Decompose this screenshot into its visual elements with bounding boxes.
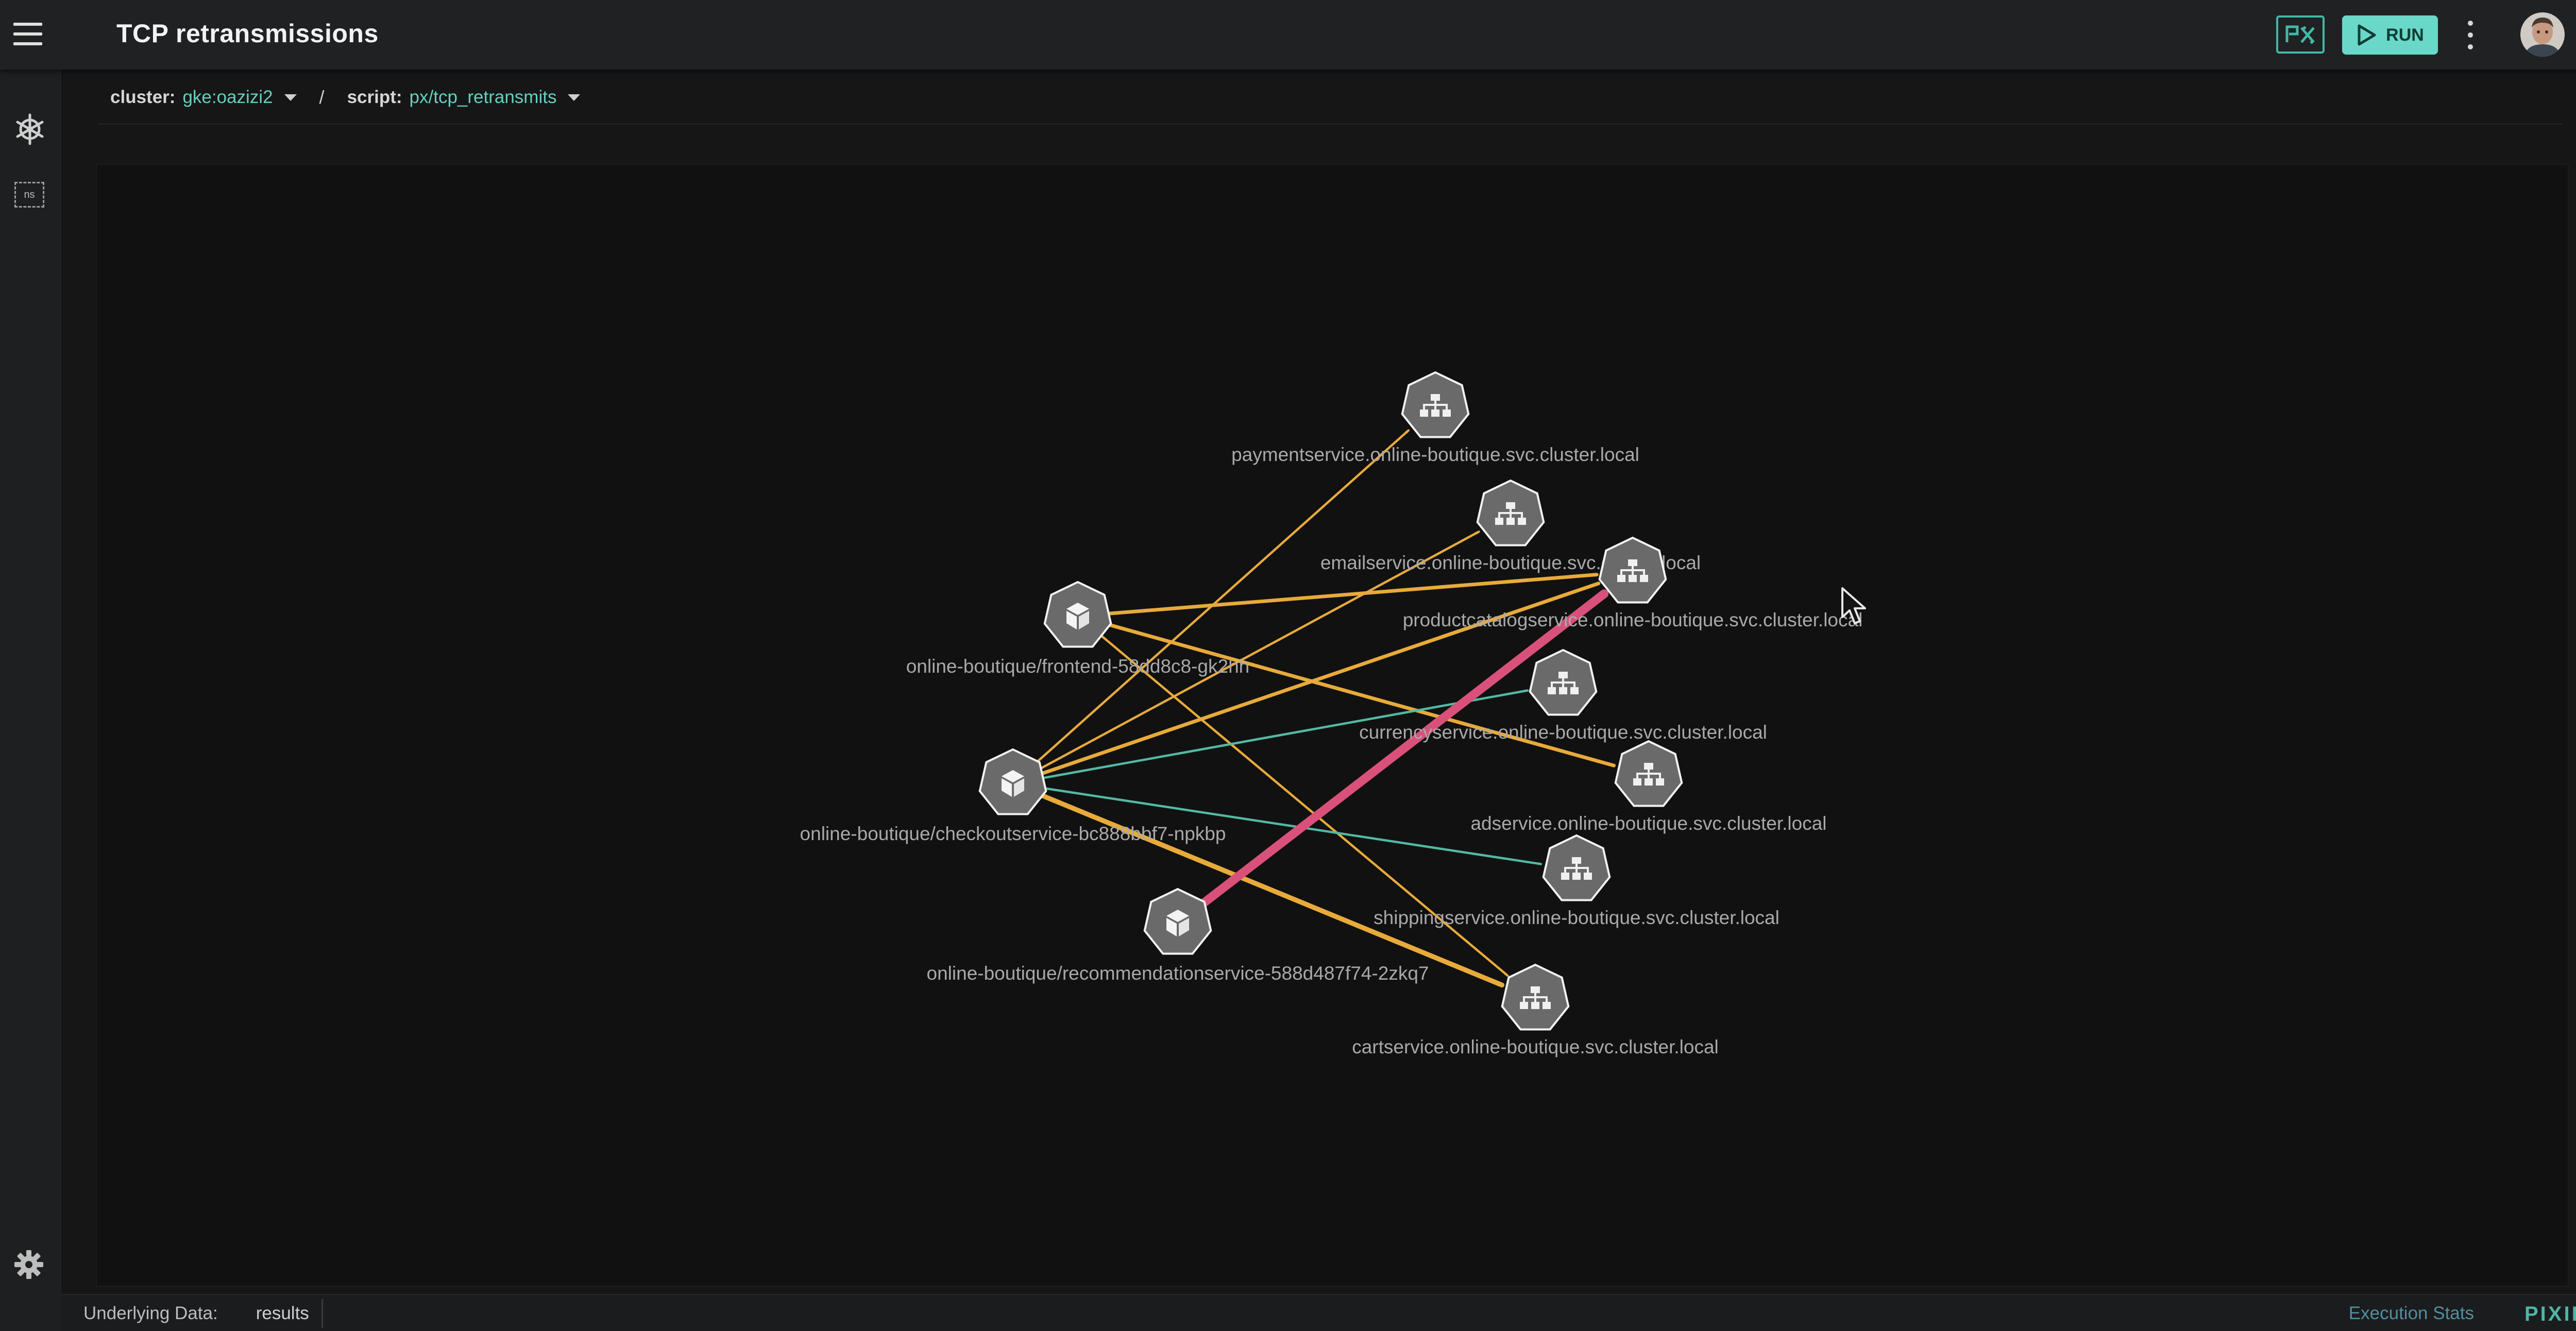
cluster-value: gke:oazizi2 bbox=[182, 87, 273, 107]
kubernetes-helm-icon[interactable] bbox=[13, 113, 46, 146]
mouse-cursor-icon bbox=[1841, 587, 1866, 624]
tab-results[interactable]: results bbox=[256, 1299, 323, 1328]
gear-icon[interactable] bbox=[13, 1249, 44, 1280]
graph-node-label: adservice.online-boutique.svc.cluster.lo… bbox=[1470, 813, 1826, 834]
graph-node-payment[interactable]: paymentservice.online-boutique.svc.clust… bbox=[1231, 371, 1639, 465]
script-selector[interactable]: script: px/tcp_retransmits bbox=[347, 87, 581, 108]
user-avatar[interactable] bbox=[2520, 12, 2565, 57]
graph-edges bbox=[1035, 429, 1616, 988]
graph-edge-checkout-to-shipping[interactable] bbox=[1042, 787, 1543, 865]
graph-edge-checkout-to-cart[interactable] bbox=[1039, 793, 1505, 988]
graph-node-productcatalog[interactable]: productcatalogservice.online-boutique.sv… bbox=[1403, 536, 1863, 630]
breadcrumb-separator: / bbox=[319, 87, 325, 108]
graph-edge-frontend-to-productcatalog[interactable] bbox=[1107, 573, 1599, 616]
graph-node-label: online-boutique/recommendationservice-58… bbox=[927, 963, 1429, 984]
service-graph-panel[interactable]: paymentservice.online-boutique.svc.clust… bbox=[96, 164, 2569, 1287]
graph-edge-recommendation-to-productcatalog[interactable] bbox=[1197, 589, 1609, 909]
breadcrumb-divider bbox=[98, 124, 2563, 125]
graph-node-currency[interactable]: currencyservice.online-boutique.svc.clus… bbox=[1359, 649, 1767, 743]
px-logo-icon bbox=[2285, 25, 2315, 44]
px-logo-button[interactable] bbox=[2276, 15, 2325, 54]
sidebar: ns bbox=[0, 70, 63, 1331]
graph-edge-frontend-to-ad[interactable] bbox=[1106, 622, 1616, 767]
footer-bar: Underlying Data: results Execution Stats… bbox=[62, 1294, 2576, 1331]
graph-node-frontend[interactable]: online-boutique/frontend-58dd8c8-gk2hh bbox=[906, 581, 1250, 677]
chevron-down-icon bbox=[284, 94, 297, 101]
graph-node-label: cartservice.online-boutique.svc.cluster.… bbox=[1352, 1036, 1719, 1057]
chevron-down-icon bbox=[568, 94, 581, 101]
graph-edge-checkout-to-productcatalog[interactable] bbox=[1040, 582, 1601, 776]
menu-icon[interactable] bbox=[13, 23, 42, 46]
pixie-logo: PIXIE bbox=[2524, 1303, 2576, 1325]
graph-node-cart[interactable]: cartservice.online-boutique.svc.cluster.… bbox=[1352, 963, 1719, 1057]
avatar-image bbox=[2520, 12, 2565, 57]
script-key: script: bbox=[347, 87, 402, 107]
script-value: px/tcp_retransmits bbox=[409, 87, 557, 107]
cluster-selector[interactable]: cluster: gke:oazizi2 bbox=[110, 87, 297, 108]
run-button[interactable]: RUN bbox=[2342, 15, 2438, 55]
top-bar: TCP retransmissions RUN bbox=[0, 0, 2576, 70]
graph-edge-frontend-to-cart[interactable] bbox=[1100, 635, 1509, 977]
graph-node-label: productcatalogservice.online-boutique.sv… bbox=[1403, 609, 1863, 630]
namespace-icon-label: ns bbox=[24, 189, 35, 200]
svg-text:PIXIE: PIXIE bbox=[2524, 1303, 2576, 1325]
execution-stats-link[interactable]: Execution Stats bbox=[2348, 1303, 2474, 1323]
run-button-label: RUN bbox=[2386, 25, 2424, 45]
graph-node-checkout[interactable]: online-boutique/checkoutservice-bc888bbf… bbox=[800, 748, 1226, 844]
graph-node-label: paymentservice.online-boutique.svc.clust… bbox=[1231, 444, 1639, 465]
graph-node-shipping[interactable]: shippingservice.online-boutique.svc.clus… bbox=[1374, 834, 1780, 928]
namespace-icon[interactable]: ns bbox=[14, 182, 44, 208]
graph-node-label: online-boutique/frontend-58dd8c8-gk2hh bbox=[906, 656, 1250, 677]
graph-edge-checkout-to-email[interactable] bbox=[1039, 531, 1480, 770]
graph-edge-checkout-to-payment[interactable] bbox=[1035, 429, 1410, 764]
graph-node-label: shippingservice.online-boutique.svc.clus… bbox=[1374, 907, 1780, 928]
graph-node-label: online-boutique/checkoutservice-bc888bbf… bbox=[800, 823, 1226, 844]
graph-nodes: paymentservice.online-boutique.svc.clust… bbox=[800, 371, 1863, 1057]
page-title: TCP retransmissions bbox=[116, 19, 379, 48]
graph-node-recommendation[interactable]: online-boutique/recommendationservice-58… bbox=[927, 888, 1429, 984]
graph-edge-checkout-to-currency[interactable] bbox=[1042, 689, 1529, 779]
underlying-data-label: Underlying Data: bbox=[83, 1303, 218, 1323]
service-graph[interactable]: paymentservice.online-boutique.svc.clust… bbox=[97, 165, 2568, 1286]
play-icon bbox=[2358, 24, 2376, 46]
graph-node-ad[interactable]: adservice.online-boutique.svc.cluster.lo… bbox=[1470, 740, 1827, 834]
graph-node-label: currencyservice.online-boutique.svc.clus… bbox=[1359, 722, 1767, 743]
more-options-icon[interactable] bbox=[2463, 21, 2478, 49]
breadcrumb: cluster: gke:oazizi2 / script: px/tcp_re… bbox=[110, 86, 581, 109]
cluster-key: cluster: bbox=[110, 87, 176, 107]
